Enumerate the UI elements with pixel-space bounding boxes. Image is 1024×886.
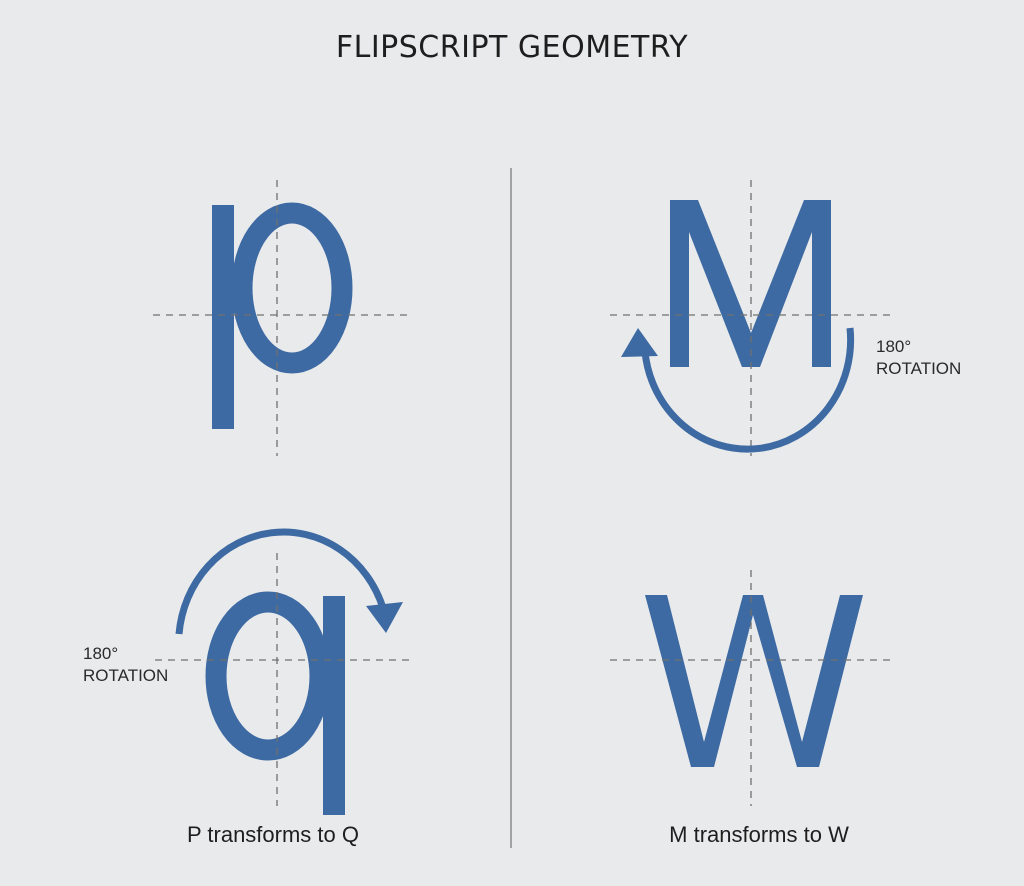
clockwise-arc-arrow-icon xyxy=(175,528,403,635)
caption-m-to-w: M transforms to W xyxy=(669,822,849,847)
glyph-m xyxy=(670,200,831,367)
glyph-q-bowl xyxy=(205,591,331,761)
crosshair-w xyxy=(610,570,893,806)
glyph-p-bowl xyxy=(231,202,353,374)
caption-p-to-q: P transforms to Q xyxy=(187,822,359,847)
diagram-title: FLIPSCRIPT GEOMETRY xyxy=(335,30,689,65)
glyph-w-group xyxy=(645,595,863,767)
crosshair-p xyxy=(153,180,413,456)
rotation-label-m: 180° ROTATION xyxy=(876,336,961,380)
glyph-m-group xyxy=(670,200,831,367)
rotation-degrees: 180° xyxy=(83,644,119,663)
rotation-word: ROTATION xyxy=(83,666,169,685)
rotation-word: ROTATION xyxy=(876,359,962,378)
counterclockwise-arc-arrow-icon xyxy=(621,327,855,453)
rotation-label-q: 180° ROTATION xyxy=(83,643,168,687)
glyph-w xyxy=(645,595,863,767)
crosshair-q xyxy=(155,553,413,806)
glyph-p-group xyxy=(212,202,353,429)
glyph-q-group xyxy=(205,591,345,815)
glyph-p-stem xyxy=(212,205,234,429)
rotation-degrees: 180° xyxy=(876,337,912,356)
glyph-q-stem xyxy=(323,596,345,815)
crosshair-m xyxy=(610,180,893,456)
